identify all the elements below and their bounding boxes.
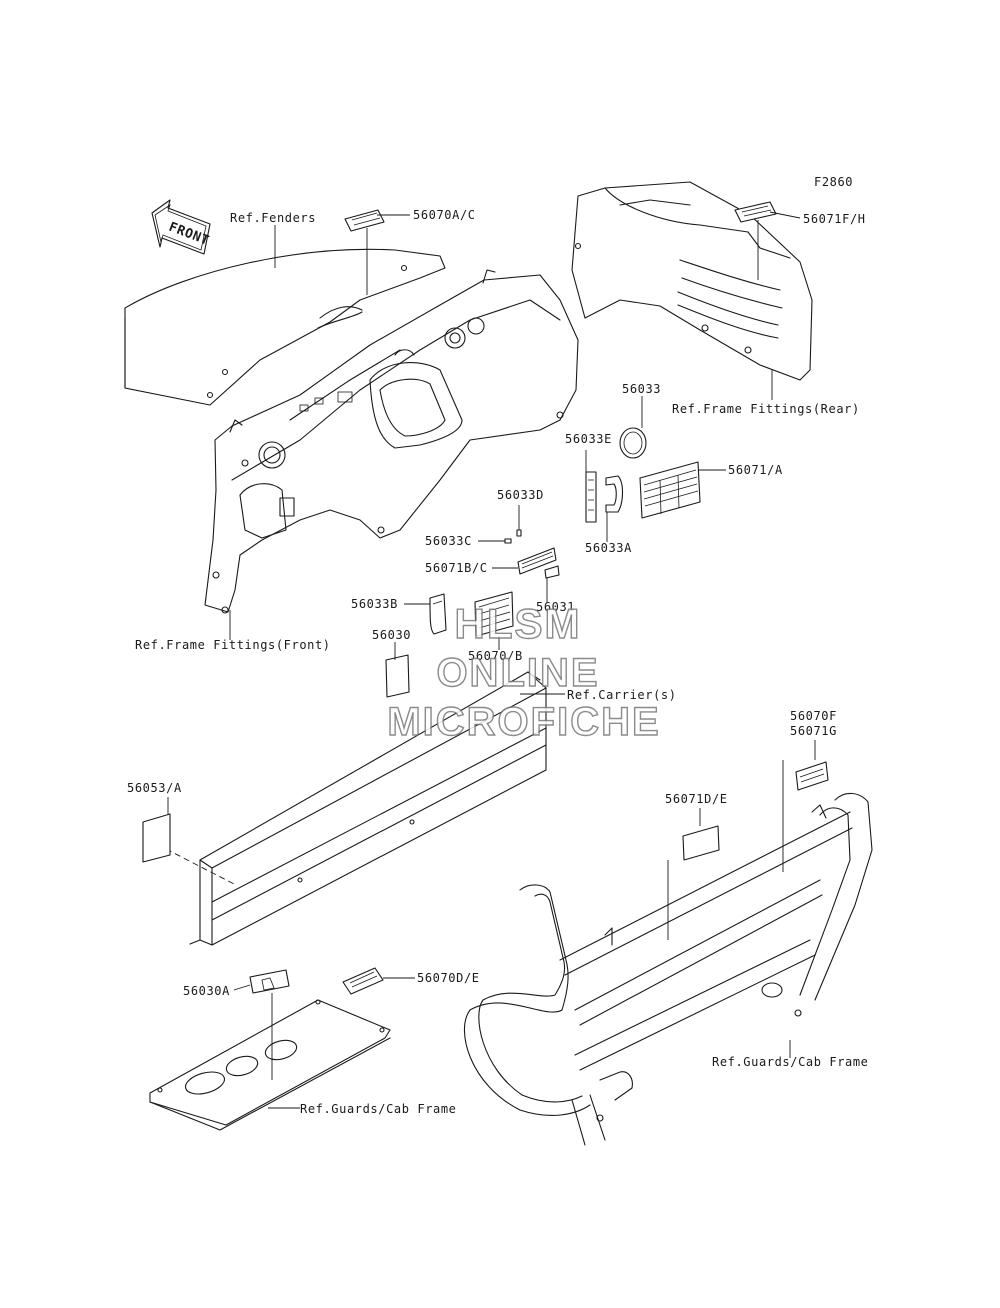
ref-guards-bottom-label: Ref.Guards/Cab Frame — [300, 1102, 457, 1116]
part-56070DE-label: 56070D/E — [417, 971, 480, 985]
part-56030A-label: 56030A — [183, 984, 230, 998]
watermark-line-2: ONLINE — [436, 651, 599, 695]
part-56071A-label: 56071/A — [728, 463, 783, 477]
ring-decal-56033 — [619, 427, 647, 459]
part-56053A-label: 56053/A — [127, 781, 182, 795]
floor-plate — [149, 967, 391, 1131]
part-56031-label: 56031 — [536, 600, 575, 614]
part-56033A-label: 56033A — [585, 541, 632, 555]
rear-frame-fittings — [571, 181, 813, 381]
decal-56071FH — [734, 201, 777, 223]
part-56070B-label: 56070/B — [468, 649, 523, 663]
labels: F2860 Ref.Fenders 56070A/C 56071F/H Ref.… — [127, 175, 869, 1116]
part-56071BC-label: 56071B/C — [425, 561, 488, 575]
watermark-line-1: HLSM — [455, 600, 582, 647]
watermark: HLSM ONLINE MICROFICHE — [387, 599, 660, 744]
part-56033B-label: 56033B — [351, 597, 398, 611]
ref-guards-right-label: Ref.Guards/Cab Frame — [712, 1055, 869, 1069]
ref-fenders-label: Ref.Fenders — [230, 211, 316, 225]
part-56033E-label: 56033E — [565, 432, 612, 446]
part-56030-label: 56030 — [372, 628, 411, 642]
leader-lines — [167, 211, 816, 1109]
part-56070AC-label: 56070A/C — [413, 208, 476, 222]
fender-panel — [124, 248, 446, 406]
part-56033-label: 56033 — [622, 382, 661, 396]
decal-cluster — [385, 427, 701, 698]
part-56071FH-label: 56071F/H — [803, 212, 866, 226]
front-arrow-icon: FRONT — [151, 199, 211, 255]
part-56070F-label: 56070F — [790, 709, 837, 723]
carrier-panel — [165, 671, 547, 946]
cab-frame — [463, 761, 873, 1146]
figure-code: F2860 — [814, 175, 853, 189]
decal-56070AC — [344, 209, 385, 232]
part-56033C-label: 56033C — [425, 534, 472, 548]
dashboard-frame-front — [204, 269, 579, 614]
ref-frame-front-label: Ref.Frame Fittings(Front) — [135, 638, 331, 652]
part-56071G-label: 56071G — [790, 724, 837, 738]
part-56071DE-label: 56071D/E — [665, 792, 728, 806]
decal-56053A — [142, 813, 171, 863]
watermark-line-3: MICROFICHE — [387, 700, 660, 744]
part-56033D-label: 56033D — [497, 488, 544, 502]
ref-carriers-label: Ref.Carrier(s) — [567, 688, 677, 702]
ref-frame-rear-label: Ref.Frame Fittings(Rear) — [672, 402, 860, 416]
